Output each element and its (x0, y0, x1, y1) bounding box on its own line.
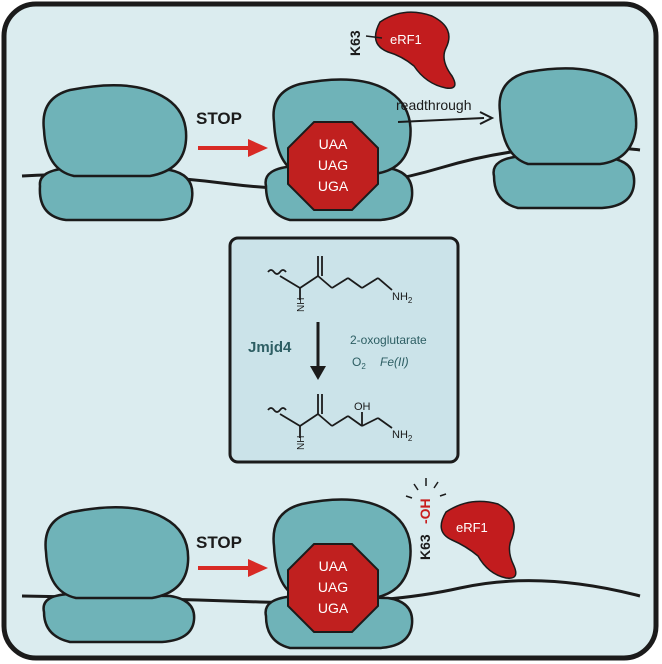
codon-1-bottom: UAA (319, 558, 348, 574)
readthrough-label: readthrough (396, 97, 472, 113)
red-arrow-bottom (198, 559, 268, 577)
product-backbone-nh: NH (296, 436, 307, 450)
ribosome-left-top (38, 83, 194, 222)
codon-2-bottom: UAG (318, 579, 348, 595)
cofactor-fe: Fe(II) (380, 355, 409, 369)
reaction-box: NH NH2 Jmjd4 2-oxoglutarate O2 Fe(II) NH… (228, 236, 460, 464)
codon-2-top: UAG (318, 157, 348, 173)
codon-3-top: UGA (318, 178, 349, 194)
red-arrow-top (198, 139, 268, 157)
erf1-top: eRF1 K63 (347, 11, 456, 89)
hydroxyl-burst-icon (405, 478, 447, 499)
stop-sign-top (287, 121, 379, 211)
stop-label-bottom: STOP (196, 533, 242, 552)
readthrough-arrowhead (479, 111, 495, 125)
readthrough-arrow-line (397, 117, 485, 123)
codon-1-top: UAA (319, 136, 348, 152)
erf1-label-top: eRF1 (390, 32, 422, 47)
hydroxyl-label-bottom: -OH (417, 498, 433, 524)
k63-label-top: K63 (347, 30, 363, 56)
stop-label-top: STOP (196, 109, 242, 128)
cofactor-o2: O2 (352, 355, 366, 371)
enzyme-label: Jmjd4 (248, 339, 292, 356)
product-hydroxyl: OH (354, 401, 371, 413)
product-amine: NH2 (392, 429, 413, 443)
bottom-panel: STOP UAA UAG UGA eRF1 K63 -OH (21, 478, 641, 650)
codon-3-bottom: UGA (318, 600, 349, 616)
product-structure (267, 394, 393, 438)
erf1-label-bottom: eRF1 (456, 520, 488, 535)
substrate-backbone-nh: NH (296, 298, 307, 312)
substrate-structure (267, 256, 393, 300)
top-panel: STOP UAA UAG UGA readthrough eRF1 K63 (21, 11, 641, 222)
erf1-bottom: eRF1 K63 -OH (405, 478, 517, 579)
ribosome-left-bottom (42, 505, 196, 644)
k63-label-bottom: K63 (417, 534, 433, 560)
stop-sign-bottom (287, 543, 379, 633)
ribosome-right-top (492, 67, 638, 210)
cofactor-2og: 2-oxoglutarate (350, 333, 427, 347)
substrate-amine: NH2 (392, 291, 413, 305)
reaction-arrowhead (310, 366, 326, 380)
